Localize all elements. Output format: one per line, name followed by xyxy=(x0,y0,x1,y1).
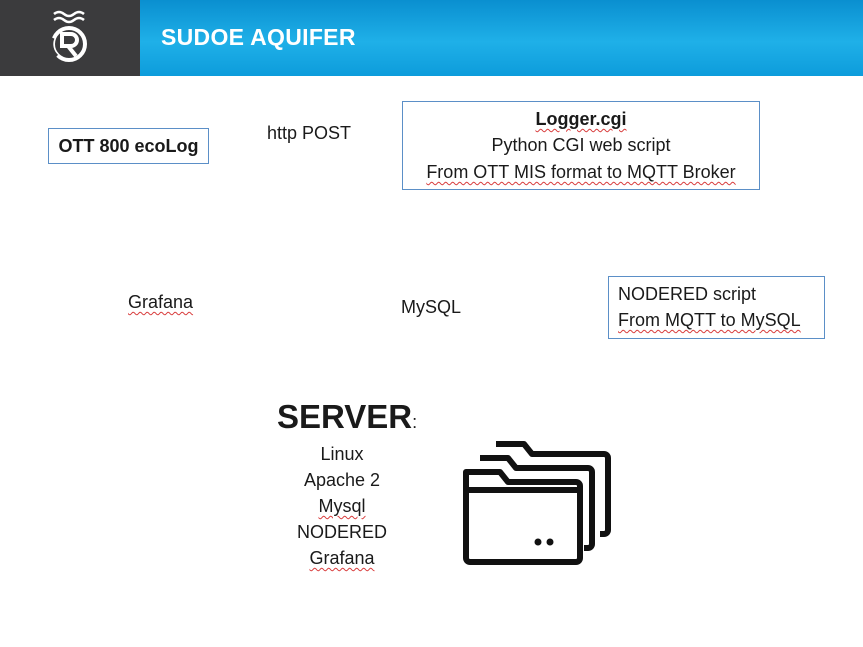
page-title: SUDOE AQUIFER xyxy=(161,24,356,50)
sudoe-logo-icon xyxy=(50,10,87,62)
node-ott-label-text: OTT 800 ecoLog xyxy=(58,136,199,156)
node-logger-title: Logger.cgi xyxy=(403,109,759,130)
node-nodered-script: NODERED script From MQTT to MySQL xyxy=(608,276,825,339)
node-nodered-line2: From MQTT to MySQL xyxy=(618,310,801,331)
node-ott-label: OTT 800 ecoLog xyxy=(49,136,208,157)
node-ott-ecolog: OTT 800 ecoLog xyxy=(48,128,209,164)
server-title: SERVER: xyxy=(277,398,417,436)
server-item-mysql-text: Mysql xyxy=(318,496,366,516)
server-title-colon: : xyxy=(412,412,418,432)
header-bar: SUDOE AQUIFER xyxy=(0,0,863,76)
node-logger-title-text: Logger.cgi xyxy=(535,109,627,129)
server-item-grafana-text: Grafana xyxy=(309,548,375,568)
server-item-linux: Linux xyxy=(320,444,364,464)
node-nodered-line1: NODERED script xyxy=(618,284,757,304)
node-grafana: Grafana xyxy=(128,292,193,313)
node-logger-line3: From OTT MIS format to MQTT Broker xyxy=(403,162,759,183)
node-nodered-line2-text: From MQTT to MySQL xyxy=(618,310,801,330)
folders-icon xyxy=(460,438,612,571)
node-logger-line3-text: From OTT MIS format to MQTT Broker xyxy=(426,162,736,182)
server-item-mysql: Mysql xyxy=(272,496,412,517)
server-item-grafana: Grafana xyxy=(272,548,412,569)
logo-container xyxy=(0,0,140,76)
node-logger-cgi: Logger.cgi Python CGI web script From OT… xyxy=(402,101,760,190)
server-title-text: SERVER xyxy=(277,398,413,435)
edge-label-http-post: http POST xyxy=(267,123,352,143)
node-mysql: MySQL xyxy=(401,297,462,317)
node-grafana-text: Grafana xyxy=(128,292,194,312)
server-item-apache: Apache 2 xyxy=(303,470,381,490)
server-item-nodered: NODERED xyxy=(296,522,387,542)
node-logger-line2: Python CGI web script xyxy=(491,135,671,155)
